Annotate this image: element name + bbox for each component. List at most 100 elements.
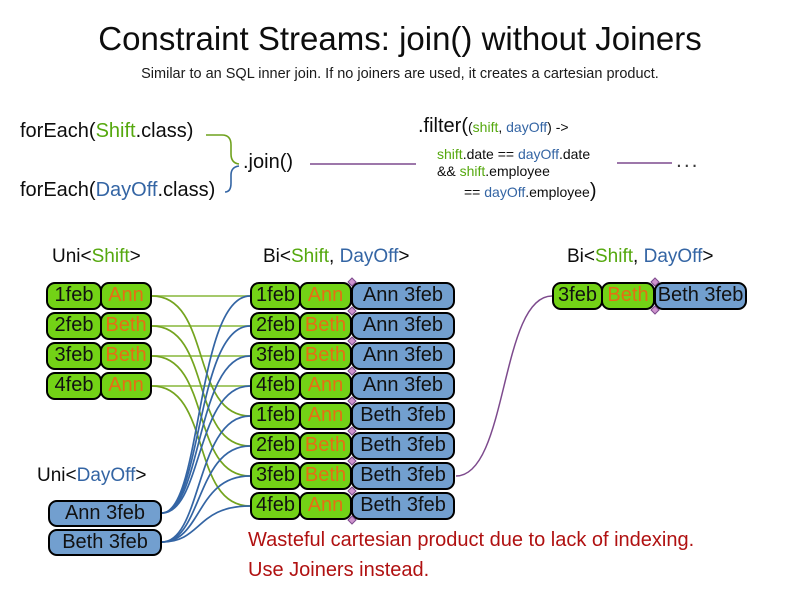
- code-text: forEach(: [20, 120, 96, 142]
- code-text: .class): [135, 120, 194, 142]
- shift-name-cell: Beth: [299, 312, 352, 340]
- header-text: Bi<: [263, 246, 291, 267]
- shift-name-cell: Beth: [299, 432, 352, 460]
- dayoff-curve-line: [161, 445, 251, 543]
- diamond-icon: [650, 277, 660, 287]
- table-row: Beth 3feb: [48, 529, 162, 556]
- header-bi-middle: Bi<Shift, DayOff>: [263, 246, 409, 268]
- shift-date-cell: 3feb: [250, 342, 301, 370]
- dayoff-cell: Ann 3feb: [351, 372, 455, 400]
- header-shift: Shift: [91, 246, 130, 267]
- dayoff-cell: Beth 3feb: [351, 462, 455, 490]
- dayoff-curve-line: [161, 385, 251, 514]
- dayoff-cell: Beth 3feb: [351, 432, 455, 460]
- code-text: .employee: [525, 184, 590, 200]
- table-row: Ann 3feb: [48, 500, 162, 527]
- dayoff-curve-line: [161, 415, 251, 543]
- dayoff-cell: Beth 3feb: [48, 529, 162, 556]
- subtitle: Similar to an SQL inner join. If no join…: [141, 66, 659, 82]
- dayoff-cell: Beth 3feb: [351, 492, 455, 520]
- header-text: Bi<: [567, 246, 595, 267]
- code-dayoff-var: dayOff: [517, 146, 559, 162]
- header-text: Uni<: [37, 465, 77, 486]
- header-dayoff: DayOff: [76, 465, 136, 486]
- warning-line2: Use Joiners instead.: [248, 559, 430, 581]
- code-text: .filter(: [418, 115, 468, 137]
- shift-name-cell: Beth: [601, 282, 655, 310]
- shift-name-cell: Ann: [299, 402, 352, 430]
- diamond-icon: [347, 306, 357, 316]
- code-dayoff-class: DayOff: [95, 179, 158, 201]
- code-text: ) ->: [547, 119, 569, 135]
- dayoff-cell: Beth 3feb: [654, 282, 747, 310]
- dayoff-curve-line: [161, 325, 251, 514]
- code-filter-line1: .filter((shift, dayOff) ->: [418, 115, 569, 138]
- header-shift: Shift: [291, 246, 330, 267]
- code-text: .employee: [485, 163, 550, 179]
- shift-date-cell: 2feb: [250, 312, 301, 340]
- ellipsis: ...: [676, 149, 700, 172]
- header-text: >: [702, 246, 714, 267]
- brace-green-line: [206, 134, 240, 165]
- diamond-icon: [347, 277, 357, 287]
- dayoff-curve-line: [161, 295, 251, 514]
- shift-name-cell: Ann: [100, 372, 152, 400]
- code-shift-class: Shift: [95, 120, 136, 142]
- shift-name-cell: Ann: [299, 282, 352, 310]
- header-shift: Shift: [595, 246, 634, 267]
- header-text: ,: [329, 246, 340, 267]
- header-text: Uni<: [52, 246, 92, 267]
- code-text: .date ==: [462, 146, 518, 162]
- code-shift-var: shift: [472, 119, 499, 135]
- dayoff-cell: Ann 3feb: [351, 342, 455, 370]
- diamond-icon: [347, 515, 357, 525]
- diamond-icon: [347, 366, 357, 376]
- code-text: .date: [558, 146, 591, 162]
- header-uni-dayoff: Uni<DayOff>: [37, 465, 147, 487]
- diamond-icon: [347, 396, 357, 406]
- shift-name-cell: Beth: [100, 312, 152, 340]
- header-text: >: [135, 465, 147, 486]
- shift-name-cell: Ann: [100, 282, 152, 310]
- dayoff-curve-line: [161, 475, 251, 543]
- code-dayoff-var: dayOff: [484, 184, 526, 200]
- shift-date-cell: 1feb: [46, 282, 102, 310]
- header-text: ,: [633, 246, 644, 267]
- code-shift-var: shift: [437, 146, 463, 162]
- code-text: &&: [437, 163, 460, 179]
- code-foreach-dayoff: forEach(DayOff.class): [20, 179, 215, 202]
- code-text: forEach(: [20, 179, 96, 201]
- shift-date-cell: 1feb: [250, 282, 301, 310]
- code-text: ==: [464, 184, 485, 200]
- shift-name-cell: Ann: [299, 492, 352, 520]
- code-filter-line3: && shift.employee: [437, 163, 550, 179]
- code-shift-var: shift: [459, 163, 486, 179]
- code-text: ,: [498, 119, 507, 135]
- dayoff-cell: Ann 3feb: [48, 500, 162, 527]
- code-foreach-shift: forEach(Shift.class): [20, 120, 193, 143]
- shift-date-cell: 3feb: [250, 462, 301, 490]
- shift-name-cell: Beth: [299, 462, 352, 490]
- shift-name-cell: Ann: [299, 372, 352, 400]
- shift-name-cell: Beth: [100, 342, 152, 370]
- shift-curve-line: [151, 325, 251, 447]
- dayoff-cell: Beth 3feb: [351, 402, 455, 430]
- shift-date-cell: 2feb: [46, 312, 102, 340]
- shift-date-cell: 4feb: [46, 372, 102, 400]
- shift-curve-line: [151, 295, 251, 417]
- dayoff-cell: Ann 3feb: [351, 312, 455, 340]
- code-text: (: [468, 119, 473, 135]
